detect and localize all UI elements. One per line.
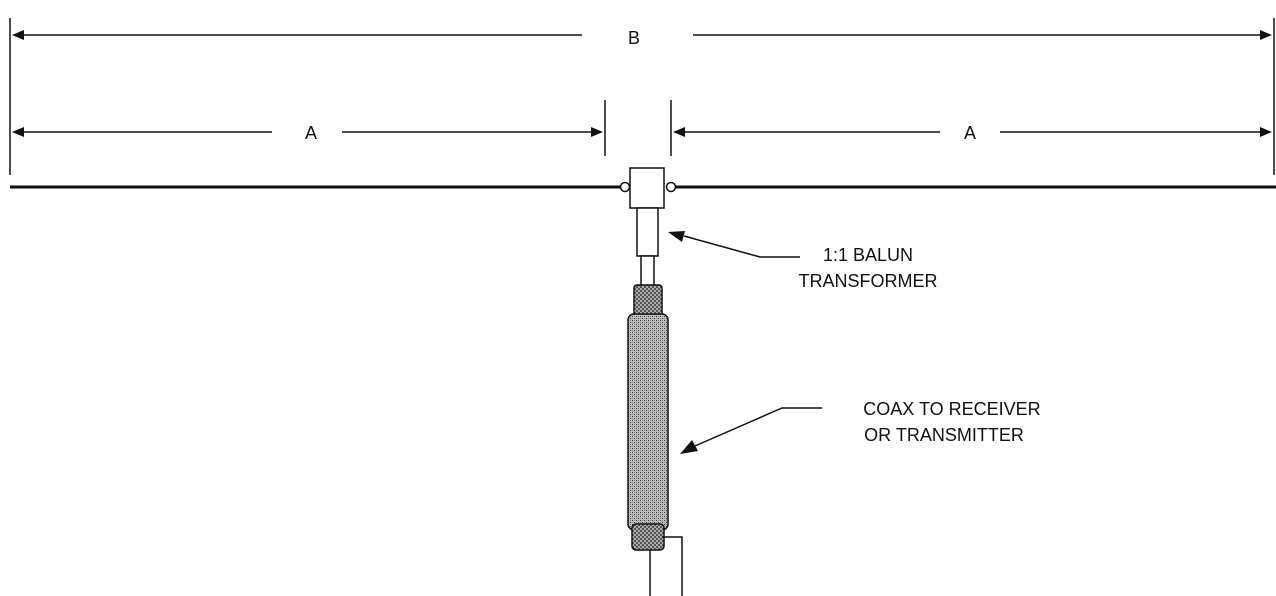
half-dimension-a-left: A xyxy=(12,100,606,156)
balun-label-line1: 1:1 BALUN xyxy=(823,245,913,265)
coax-braid-bottom xyxy=(631,523,665,551)
arrowhead-a-right-inner xyxy=(673,127,685,137)
dimension-label-b: B xyxy=(628,28,640,48)
coax-cable xyxy=(627,284,683,596)
coax-leader-line xyxy=(694,407,822,447)
arrowhead-b-right xyxy=(1260,30,1272,40)
dimension-label-a-left: A xyxy=(305,123,317,143)
balun-transformer xyxy=(636,207,659,257)
arrowhead-a-right-outer xyxy=(1260,127,1272,137)
coax-label-line2: OR TRANSMITTER xyxy=(864,425,1024,445)
wire-terminal-right xyxy=(665,181,677,193)
overall-dimension-b: B xyxy=(9,18,1275,175)
arrowhead-b-left xyxy=(12,30,24,40)
dimension-label-a-right: A xyxy=(964,123,976,143)
arrowhead-a-left-inner xyxy=(591,127,603,137)
center-insulator xyxy=(629,167,665,209)
balun-leader-line xyxy=(683,235,800,258)
coax-lead-wire-outer xyxy=(662,536,683,596)
balun-label-line2: TRANSFORMER xyxy=(799,271,938,291)
coax-callout: COAX TO RECEIVER OR TRANSMITTER xyxy=(680,399,1041,454)
balun-assembly xyxy=(619,167,677,287)
wire-terminal-left xyxy=(619,181,631,193)
half-dimension-a-right: A xyxy=(670,100,1272,156)
coax-jacket xyxy=(627,313,669,531)
coax-leader-arrowhead xyxy=(680,440,698,454)
arrowhead-a-left-outer xyxy=(12,127,24,137)
balun-callout: 1:1 BALUN TRANSFORMER xyxy=(668,231,938,291)
balun-connector xyxy=(640,255,655,287)
coax-label-line1: COAX TO RECEIVER xyxy=(863,399,1040,419)
balun-leader-arrowhead xyxy=(668,231,685,242)
